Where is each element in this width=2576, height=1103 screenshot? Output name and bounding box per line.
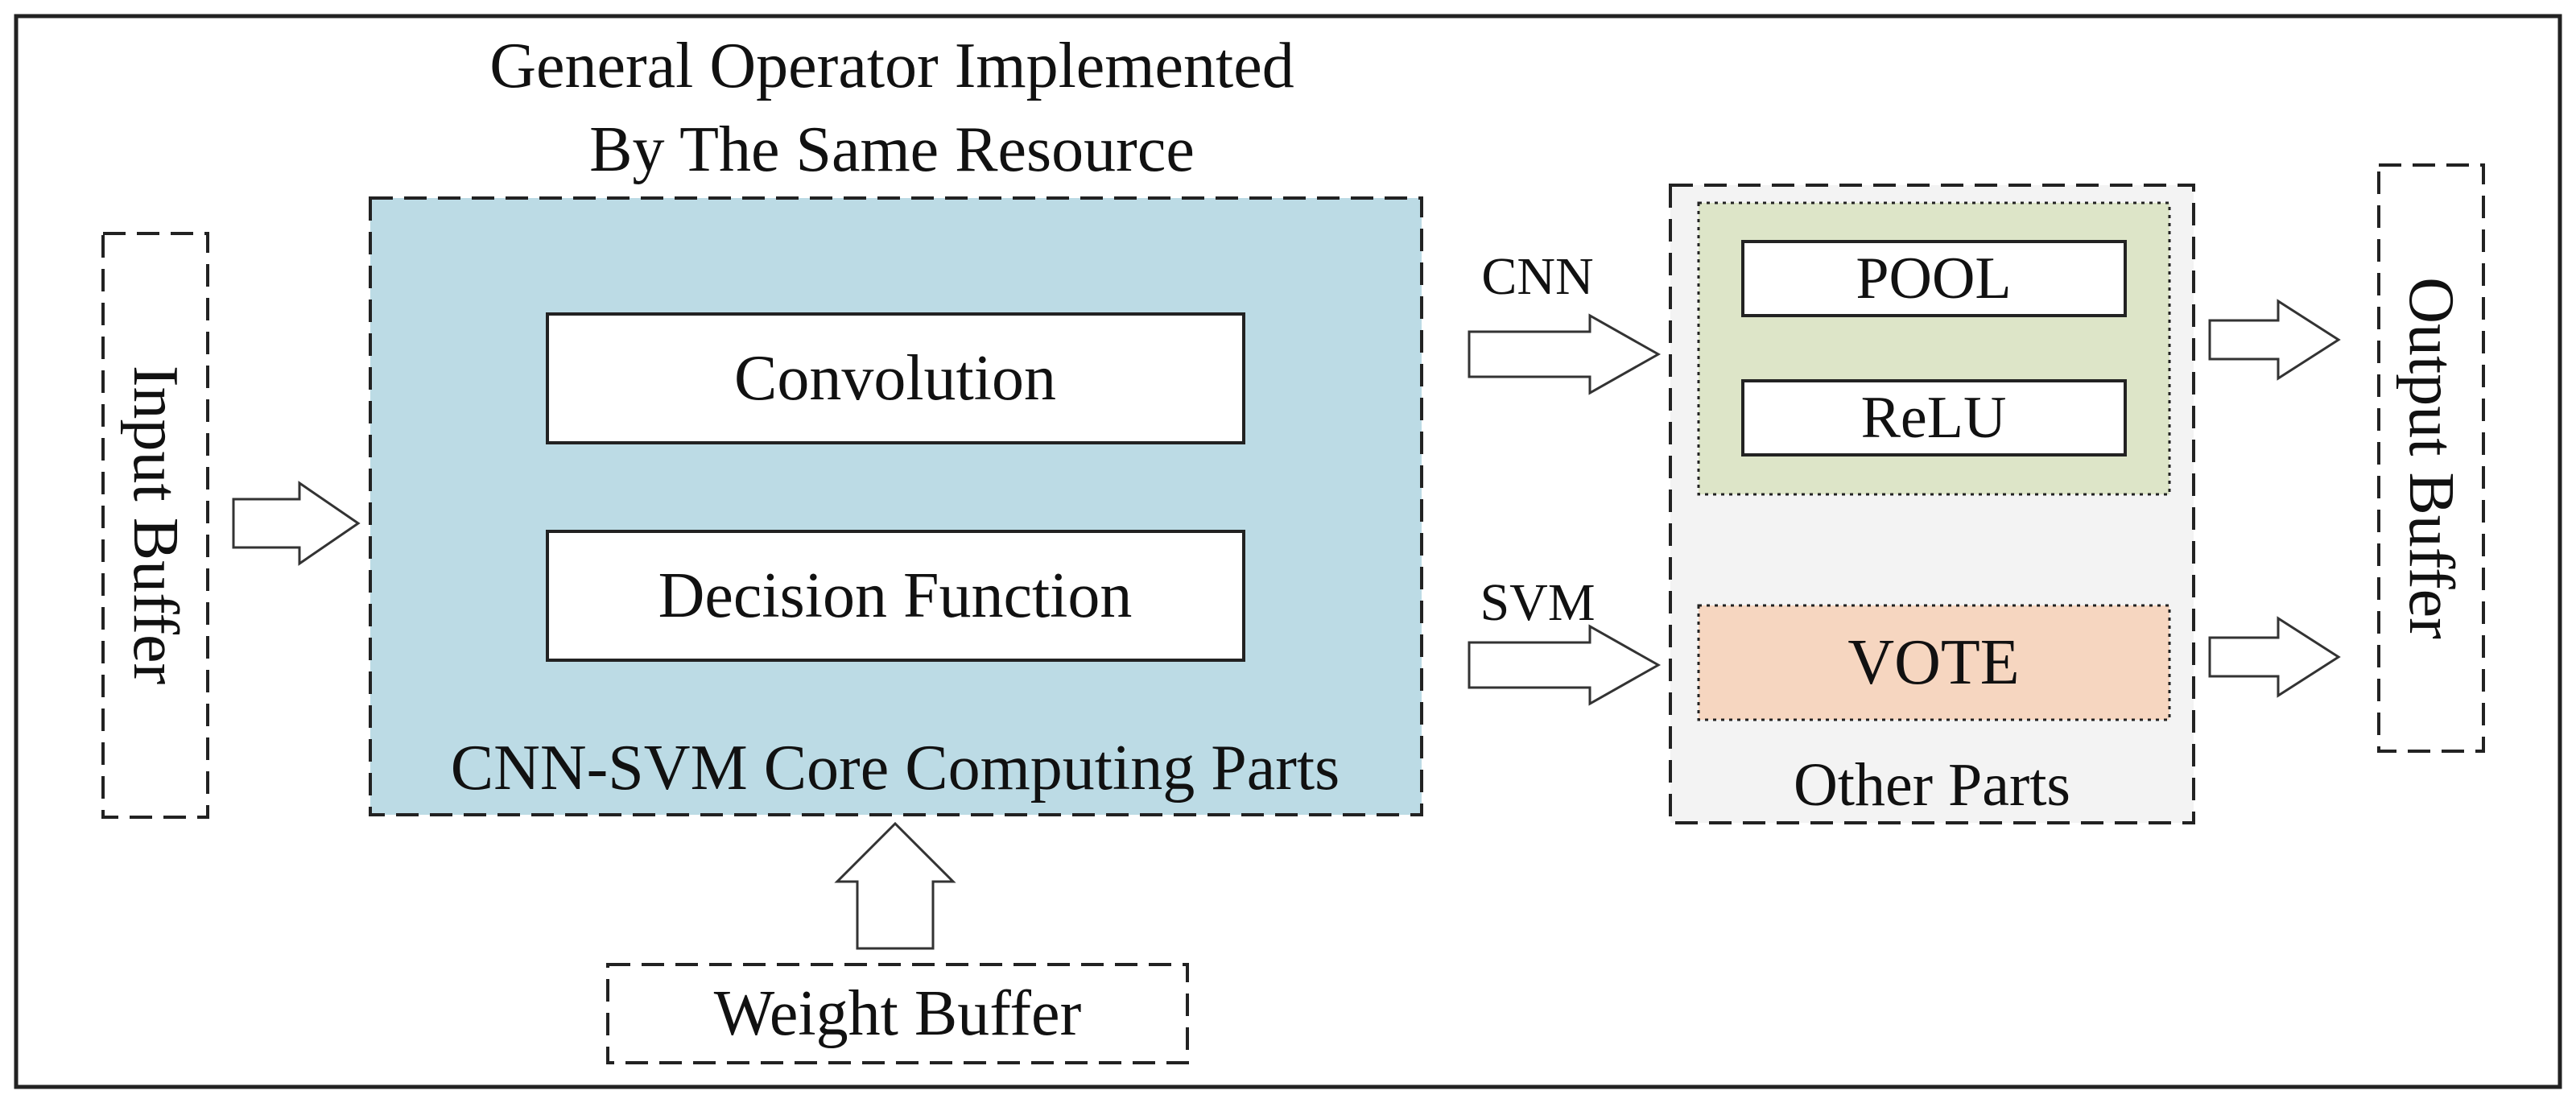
pool-label: POOL [1856, 246, 2011, 312]
arrow-weight-to-core [834, 821, 956, 950]
output-buffer: Output Buffer [2377, 163, 2485, 753]
core-computing-parts: Convolution Decision Function CNN-SVM Co… [369, 196, 1423, 816]
pool-block: POOL [1741, 240, 2127, 317]
input-buffer: Input Buffer [101, 232, 209, 819]
weight-buffer: Weight Buffer [606, 963, 1189, 1064]
input-buffer-label: Input Buffer [120, 366, 191, 684]
arrow-svm-to-output [2208, 616, 2341, 698]
arrow-cnn-to-output [2208, 299, 2341, 381]
convolution-block: Convolution [546, 312, 1245, 444]
arrow-input-to-core [232, 481, 361, 566]
svm-path-label: SVM [1480, 573, 1595, 632]
title-line-2: By The Same Resource [589, 114, 1195, 185]
convolution-label: Convolution [734, 343, 1056, 414]
vote-block: VOTE [1697, 604, 2171, 721]
output-buffer-label: Output Buffer [2396, 277, 2467, 639]
core-box [369, 196, 1423, 816]
decision-function-block: Decision Function [546, 530, 1245, 662]
arrow-cnn-path [1468, 313, 1662, 395]
core-caption: CNN-SVM Core Computing Parts [451, 733, 1340, 803]
arrow-svm-path [1468, 624, 1662, 706]
other-parts: POOL ReLU VOTE Other Parts [1669, 184, 2195, 824]
decision-function-label: Decision Function [658, 560, 1133, 631]
title-line-1: General Operator Implemented [489, 31, 1294, 101]
vote-label: VOTE [1847, 627, 2019, 698]
relu-block: ReLU [1741, 379, 2127, 456]
weight-buffer-label: Weight Buffer [714, 978, 1081, 1049]
other-parts-caption: Other Parts [1794, 751, 2070, 819]
cnn-path-label: CNN [1481, 247, 1593, 306]
relu-label: ReLU [1861, 385, 2007, 451]
